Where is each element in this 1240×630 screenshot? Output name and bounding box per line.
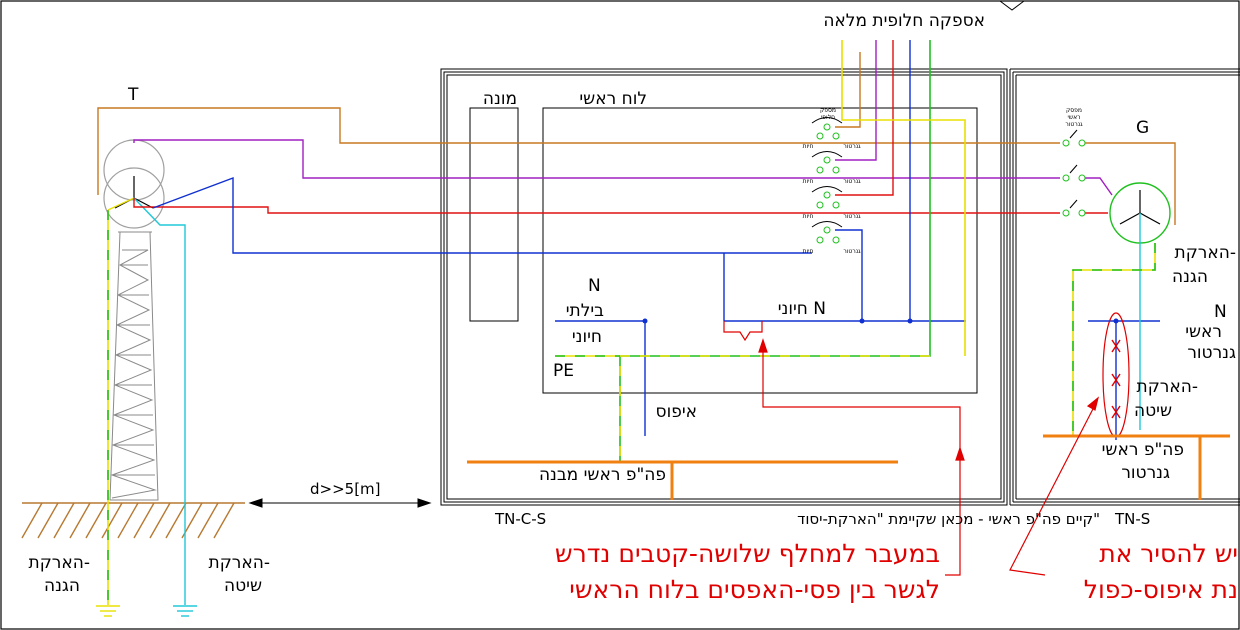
phase-L3	[133, 40, 1108, 214]
switch-tag-main-1: חיות	[803, 143, 814, 150]
gen-system-ground-label-1: הארקת-	[1137, 377, 1198, 397]
gen-busbar-label-2: גנרטור	[1121, 463, 1170, 483]
gen-switch-tag-2: ראשי	[1068, 114, 1081, 121]
transformer-secondary-coil	[103, 167, 165, 229]
neutral-bridge	[723, 321, 763, 342]
top-arrow-mark	[999, 0, 1025, 11]
generator-star	[1119, 190, 1161, 225]
pe-earth-bus	[555, 40, 966, 462]
phase-L1	[97, 52, 1176, 225]
red-note-line-1: במעבר למחלף שלושה-קטבים נדרש	[555, 539, 940, 568]
gen-switch-3	[1062, 199, 1086, 217]
building-busbar-label: פה"פ ראשי מבנה	[539, 465, 666, 485]
tncs-note-label: קיים פה"פ ראשי - מכאן שקיימת "הארקת-יסוד…	[797, 510, 1100, 528]
gen-main-label: ראשי	[1185, 322, 1222, 342]
gen-switch-2	[1062, 164, 1086, 182]
pe-label: PE	[553, 361, 574, 381]
transfer-switch-2	[811, 151, 843, 174]
alt-supply-label: אספקה חלופית מלאה	[823, 11, 985, 31]
distance-label: d>>5[m]	[310, 480, 381, 498]
main-panel-label: לוח ראשי	[579, 89, 647, 109]
gen-protection-ground-label-2: הגנה	[1172, 267, 1208, 287]
neutral-left-label: N	[588, 276, 601, 296]
transformer-label: T	[127, 85, 139, 105]
neutral-node-3	[907, 318, 913, 324]
gen-system-ground-label-2: שיטה	[1134, 401, 1172, 421]
switch-tag-main-4: חיות	[803, 248, 814, 255]
main-panel-box	[542, 107, 978, 394]
switch-tag-gen-2: גנרטור	[843, 178, 861, 185]
left-protection-earth	[96, 197, 135, 617]
switch-tag-gen-3: גנרטור	[843, 213, 861, 220]
switch-tag-gen-1: גנרטור	[843, 143, 861, 150]
generator-label: G	[1136, 118, 1149, 138]
gen-switch-tag-1: מפסק	[1066, 107, 1082, 114]
phase-L2	[133, 40, 1113, 196]
left-protection-ground-label-1: הארקת-	[29, 553, 90, 573]
neutral-node-2	[859, 318, 865, 324]
generator-frame	[1009, 68, 1240, 506]
essential-neutral-label: חיוני N	[778, 299, 826, 319]
meter-box	[469, 107, 519, 322]
neutral-node-1	[642, 318, 648, 324]
bipolar-label-1: בילתי	[566, 301, 604, 321]
meter-label: מונה	[483, 89, 517, 109]
switch-tag-main-2: חיות	[803, 178, 814, 185]
gen-busbar-label-1: פה"פ ראשי	[1102, 440, 1184, 460]
ground-hatch	[21, 502, 245, 539]
gen-switch-1	[1062, 129, 1086, 147]
bonding-x-marks	[1111, 339, 1121, 419]
left-system-ground-label-1: הארקת-	[209, 553, 270, 573]
distance-arrow	[248, 498, 432, 508]
tns-label: TN-S	[1114, 510, 1150, 528]
switch-tag-alt: חלופי	[821, 114, 835, 121]
building-busbar	[467, 460, 898, 500]
switch-tag-main-3: חיות	[803, 213, 814, 220]
bipolar-label-2: חיוני	[572, 327, 602, 347]
gen-switch-tag-3: גנרטור	[1065, 121, 1083, 128]
right-note-arrow	[1009, 396, 1100, 576]
gen-protection-earth	[1072, 243, 1156, 436]
transfer-switch-3	[811, 186, 843, 209]
tncs-label: TN-C-S	[494, 510, 546, 528]
transformer-tower	[109, 231, 159, 501]
bonding-label: איפוס	[656, 402, 697, 422]
switch-tag-gen-4: גנרטור	[843, 248, 861, 255]
transfer-switch-1	[811, 117, 843, 140]
left-system-earth	[133, 197, 197, 617]
gen-protection-ground-label-1: הארקת-	[1175, 243, 1236, 263]
gen-n-label: N	[1214, 302, 1227, 322]
red-right-line-2: נת איפוס-כפול	[1084, 575, 1238, 604]
red-right-line-1: יש להסיר את	[1099, 539, 1238, 568]
left-note-arrow	[758, 338, 965, 576]
switch-tag-supply: מספק	[820, 107, 836, 114]
left-system-ground-label-2: שיטה	[224, 576, 262, 596]
red-note-line-2: לגשר בין פסי-האפסים בלוח הראשי	[569, 575, 940, 604]
neutral-line	[152, 40, 1160, 440]
gen-generator-label: גנרטור	[1187, 343, 1236, 363]
building-frame	[440, 68, 1008, 506]
transfer-switch-4	[811, 221, 843, 244]
left-protection-ground-label-2: הגנה	[44, 576, 80, 596]
neutral-node-4	[1113, 318, 1119, 324]
generator-busbar	[1043, 434, 1230, 500]
